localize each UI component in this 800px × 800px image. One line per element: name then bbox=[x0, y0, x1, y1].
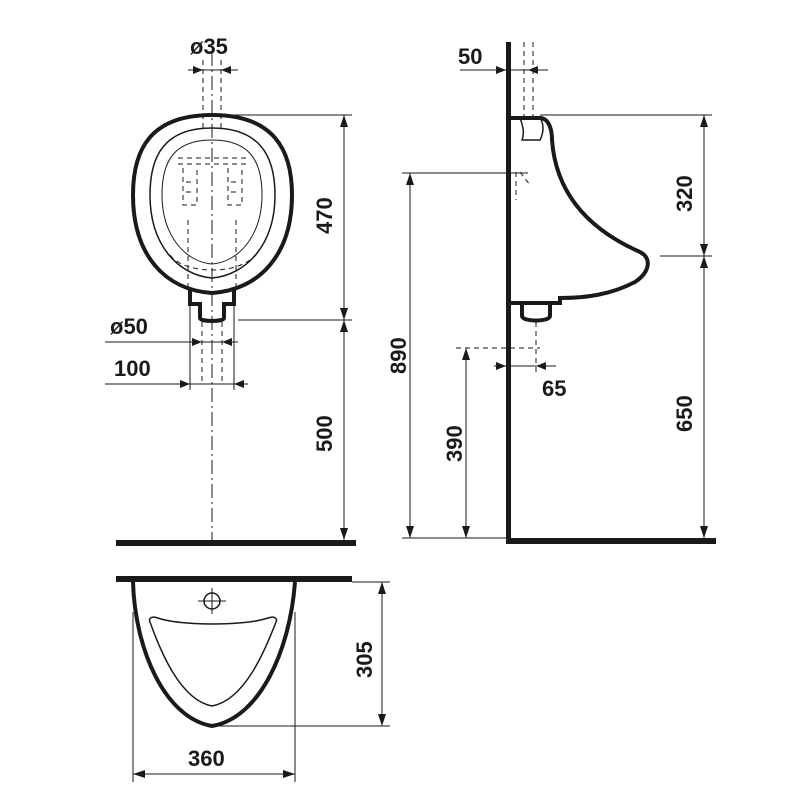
dim-outlet-arrow-r bbox=[222, 338, 232, 346]
dim-360-arrow-r bbox=[283, 770, 295, 778]
front-view-bracket-right bbox=[227, 168, 243, 206]
top-view: 305 360 bbox=[116, 576, 390, 782]
dim-inlet-arrow-r bbox=[221, 66, 231, 74]
dim-320-arrow-top bbox=[700, 115, 708, 127]
dim-890-arrow-top bbox=[406, 173, 414, 185]
dim-305-arrow-top bbox=[378, 582, 386, 594]
side-view-body bbox=[511, 116, 650, 305]
dim-50-arrow-r bbox=[528, 66, 538, 74]
dim-inlet-label: ø35 bbox=[190, 34, 228, 59]
dim-470-label: 470 bbox=[312, 197, 337, 234]
dim-50-arrow-l bbox=[496, 66, 506, 74]
front-view-floor bbox=[116, 540, 356, 546]
top-view-inner bbox=[148, 616, 278, 707]
dim-65-label: 65 bbox=[542, 376, 566, 401]
front-view-outlet bbox=[188, 290, 236, 323]
dim-360-arrow-l bbox=[133, 770, 145, 778]
side-view-floor bbox=[506, 538, 716, 544]
front-view-bracket-left bbox=[182, 168, 198, 206]
dim-890-label: 890 bbox=[386, 337, 411, 374]
dim-650-arrow-top bbox=[700, 256, 708, 268]
side-view-outlet bbox=[520, 303, 552, 323]
dim-650-arrow-bottom bbox=[700, 526, 708, 538]
top-view-wall bbox=[116, 576, 352, 582]
side-view-wall bbox=[506, 42, 511, 544]
front-view-rim-line bbox=[161, 139, 263, 265]
dim-65-arrow-l bbox=[496, 362, 506, 370]
dim-500-arrow-top bbox=[340, 320, 348, 332]
side-view-bracket-2 bbox=[519, 171, 531, 186]
dim-outlet-arrow-l bbox=[192, 338, 202, 346]
dim-305-label: 305 bbox=[352, 641, 377, 678]
dim-100-arrow-l bbox=[180, 380, 190, 388]
dim-320-arrow-bottom bbox=[700, 244, 708, 256]
dim-650-label: 650 bbox=[672, 395, 697, 432]
front-view-bowl-inner bbox=[149, 127, 276, 279]
dim-320-label: 320 bbox=[672, 175, 697, 212]
side-view: 50 320 650 890 390 65 bbox=[386, 42, 716, 544]
side-view-inner bbox=[519, 117, 544, 141]
dim-500-arrow-bottom bbox=[340, 528, 348, 540]
dim-390-arrow-bottom bbox=[462, 526, 470, 538]
dim-470-arrow-top bbox=[340, 115, 348, 127]
dim-360-label: 360 bbox=[188, 746, 225, 771]
dim-390-label: 390 bbox=[442, 425, 467, 462]
front-view: ø35 470 ø50 100 500 bbox=[105, 34, 356, 546]
dim-65-arrow-r bbox=[536, 362, 546, 370]
dim-890-arrow-bottom bbox=[406, 526, 414, 538]
dim-100-arrow-r bbox=[234, 380, 244, 388]
dim-inlet-arrow-l bbox=[193, 66, 203, 74]
front-view-bowl-outline bbox=[130, 112, 295, 296]
dim-outlet-label: ø50 bbox=[110, 314, 148, 339]
dim-305-arrow-bottom bbox=[378, 714, 386, 726]
front-view-hidden-arc bbox=[169, 254, 256, 271]
dim-500-label: 500 bbox=[312, 415, 337, 452]
dim-50-label: 50 bbox=[458, 44, 482, 69]
dim-390-arrow-top bbox=[462, 348, 470, 360]
dim-100-label: 100 bbox=[114, 356, 151, 381]
top-view-outline bbox=[131, 581, 297, 729]
dim-470-arrow-bottom bbox=[340, 308, 348, 320]
